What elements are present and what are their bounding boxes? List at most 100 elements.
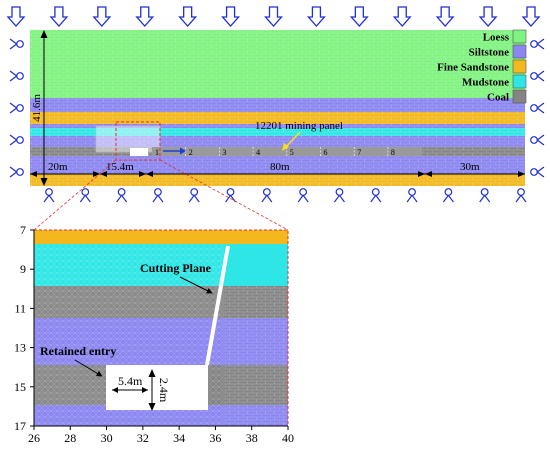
legend-label: Siltstone — [469, 47, 509, 59]
roller-support-icon — [9, 166, 24, 178]
roller-support-icon — [530, 166, 545, 178]
roller-support-icon — [530, 70, 545, 82]
legend-swatch — [512, 29, 527, 44]
legend-label: Coal — [487, 92, 509, 104]
roller-support-icon — [515, 188, 527, 203]
load-arrow-icon — [521, 6, 541, 27]
y-tick-label: 17 — [14, 419, 26, 433]
load-arrow-icon — [478, 6, 498, 27]
refined-zone — [95, 125, 161, 153]
section-number: 6 — [324, 148, 328, 157]
section-number: 2 — [189, 148, 193, 157]
dimension-label-4: 30m — [460, 161, 480, 173]
x-tick-label: 38 — [246, 431, 258, 445]
roller-support-icon — [370, 188, 382, 203]
section-number: 7 — [357, 148, 361, 157]
entry-width-label: 5.4m — [118, 374, 143, 388]
detail-x-axis: 26 28 30 32 34 36 38 40 — [28, 426, 294, 445]
legend-label: Loess — [483, 32, 510, 44]
top-load-arrows — [6, 6, 541, 27]
dimension-label-2: 15.4m — [106, 161, 134, 173]
retained-entry-label: Retained entry — [40, 344, 116, 358]
height-label: 41.6m — [31, 94, 43, 122]
zoom-box — [115, 121, 161, 161]
load-arrow-icon — [92, 6, 112, 27]
roller-support-icon — [530, 38, 545, 50]
section-number: 4 — [256, 148, 260, 157]
roller-support-icon — [479, 188, 491, 203]
roller-support-icon — [9, 38, 24, 50]
section-number: 1 — [155, 148, 159, 157]
right-roller-supports — [530, 38, 545, 178]
bottom-roller-supports — [43, 188, 527, 203]
height-dimension: 41.6m — [31, 30, 48, 186]
load-arrow-icon — [435, 6, 455, 27]
panel-label-group: 12201 mining panel — [255, 120, 343, 151]
roller-support-icon — [116, 188, 128, 203]
roller-support-icon — [43, 188, 55, 203]
model-strata — [30, 30, 525, 186]
roller-support-icon — [9, 134, 24, 146]
detail-view: Cutting Plane Retained entry 5.4m 2.4m 2… — [14, 223, 294, 445]
load-arrow-icon — [264, 6, 283, 27]
panel-label: 12201 mining panel — [255, 120, 343, 132]
y-tick-label: 13 — [14, 341, 26, 355]
roller-support-icon — [9, 102, 24, 114]
roller-support-icon — [152, 188, 164, 203]
roller-support-icon — [333, 188, 345, 203]
roller-support-icon — [530, 102, 545, 114]
dimension-label-1: 20m — [48, 161, 68, 173]
section-number: 5 — [290, 148, 294, 157]
roller-support-icon — [297, 188, 309, 203]
x-tick-label: 28 — [64, 431, 76, 445]
detail-y-axis: 7 9 11 13 15 17 — [14, 223, 34, 433]
legend-label: Fine Sandstone — [437, 62, 509, 74]
width-dimensions: 20m 15.4m 80m 30m — [30, 161, 525, 177]
y-tick-label: 7 — [20, 223, 26, 237]
x-tick-label: 34 — [173, 431, 185, 445]
legend-swatch — [512, 44, 527, 59]
x-tick-label: 26 — [28, 431, 40, 445]
y-tick-label: 9 — [20, 262, 26, 276]
dimension-label-3: 80m — [270, 161, 290, 173]
load-arrow-icon — [135, 6, 155, 27]
load-arrow-icon — [178, 6, 198, 27]
roller-support-icon — [406, 188, 418, 203]
load-arrow-icon — [392, 6, 412, 27]
x-tick-label: 40 — [282, 431, 294, 445]
section-number: 8 — [391, 148, 395, 157]
load-arrow-icon — [349, 6, 369, 27]
zoom-connectors — [33, 159, 289, 231]
advance-arrow — [163, 147, 186, 155]
legend-swatch — [512, 74, 527, 89]
legend-swatch — [512, 59, 527, 74]
detail-blockmesh — [224, 286, 288, 426]
x-tick-label: 30 — [101, 431, 113, 445]
section-number: 3 — [222, 148, 226, 157]
retained-entry-void — [130, 148, 148, 156]
legend-label: Mudstone — [462, 77, 509, 89]
load-arrow-icon — [49, 6, 69, 27]
load-arrow-icon — [306, 6, 326, 27]
panel-sections: 1 2 3 4 5 6 7 8 — [155, 147, 395, 157]
roller-support-icon — [9, 70, 24, 82]
roller-support-icon — [188, 188, 200, 203]
strata-mesh — [30, 30, 525, 186]
load-arrow-icon — [221, 6, 241, 27]
y-tick-label: 11 — [14, 301, 26, 315]
cutting-plane-line — [205, 245, 230, 366]
x-tick-label: 36 — [209, 431, 221, 445]
left-roller-supports — [9, 38, 24, 178]
cutting-plane-label: Cutting Plane — [140, 261, 212, 275]
y-tick-label: 15 — [14, 380, 26, 394]
retained-entry — [106, 365, 208, 410]
legend-swatch — [512, 89, 527, 104]
roller-support-icon — [442, 188, 454, 203]
roller-support-icon — [225, 188, 237, 203]
x-tick-label: 32 — [137, 431, 149, 445]
entry-height-label: 2.4m — [157, 378, 171, 403]
load-arrow-icon — [6, 6, 26, 27]
roller-support-icon — [79, 188, 91, 203]
